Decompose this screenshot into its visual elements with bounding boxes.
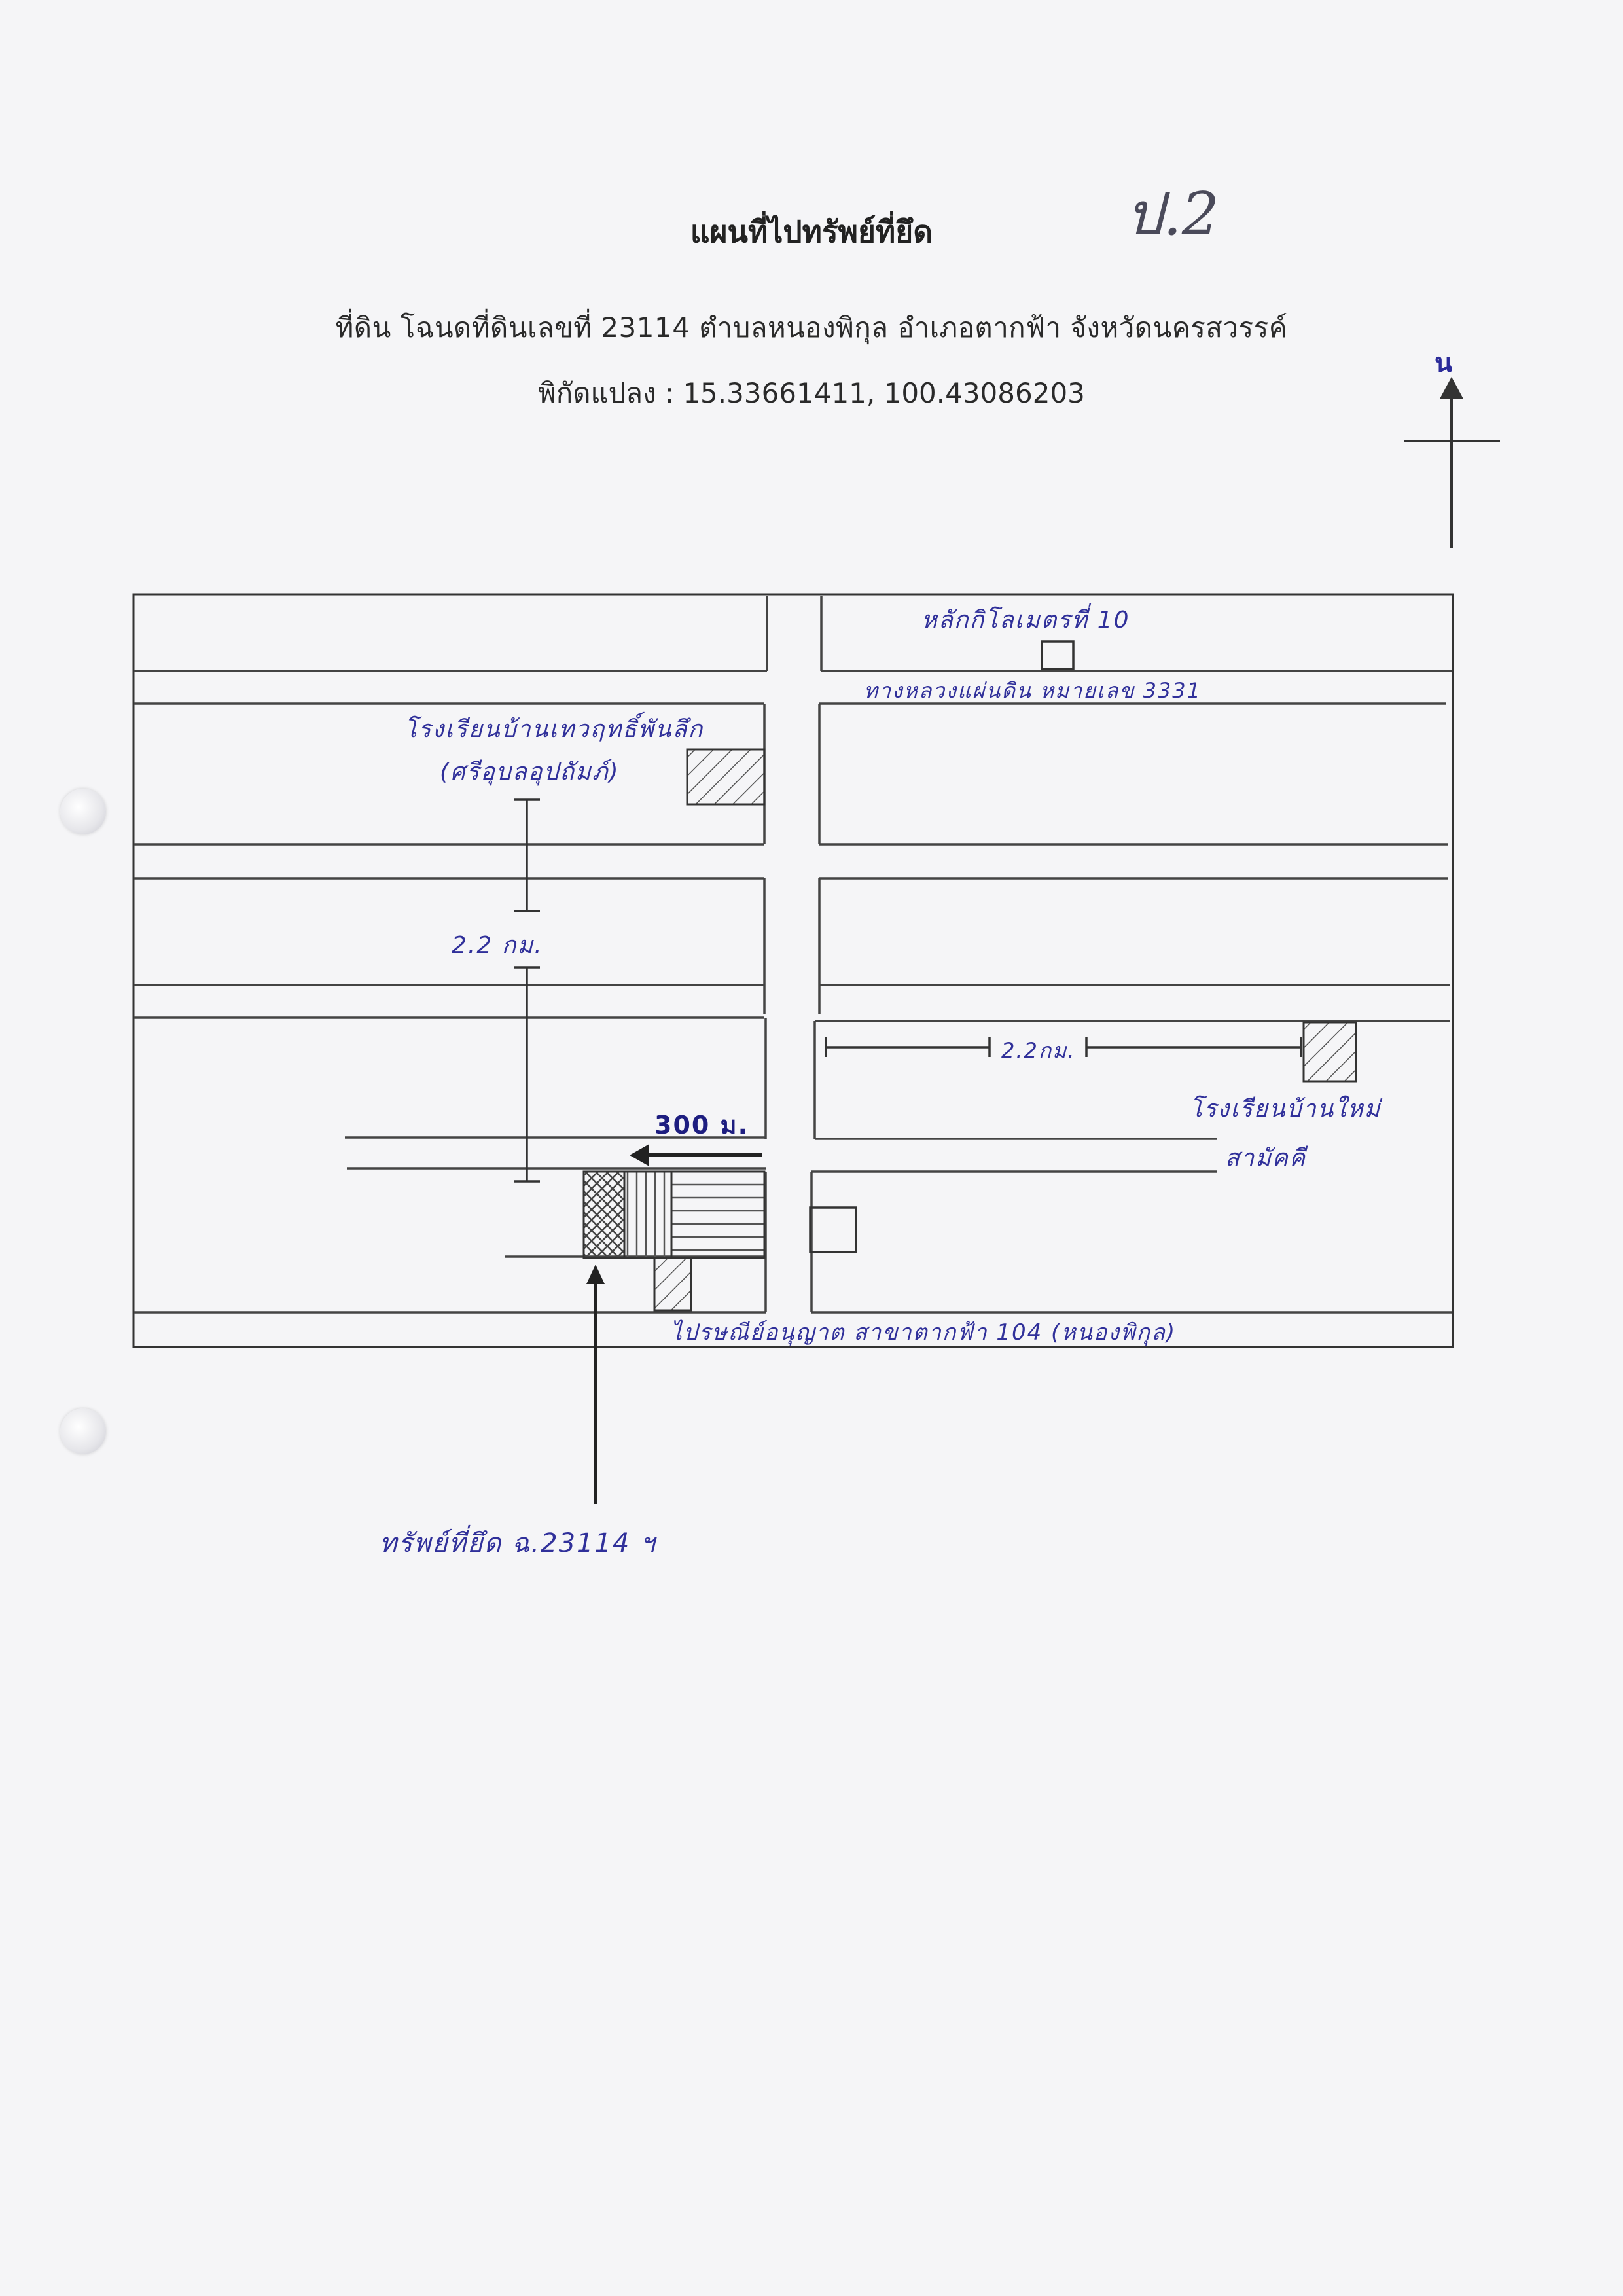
map-frame: [132, 593, 1454, 1348]
school-north-icon: [686, 748, 766, 806]
document-subtitle: ที่ดิน โฉนดที่ดินเลขที่ 23114 ตำบลหนองพิ…: [335, 312, 1288, 344]
page-mark: ป.2: [1126, 180, 1219, 249]
north-label: น: [1435, 348, 1453, 378]
arrow-left-icon: [630, 1144, 762, 1166]
vertical-distance-label: 2.2 กม.: [452, 932, 543, 959]
post-office-icon: [809, 1206, 857, 1253]
punch-hole: [60, 789, 106, 834]
distance-300-label: 300 ม.: [654, 1111, 749, 1139]
horizontal-distance-marker: [825, 1037, 1302, 1057]
post-office-label: ไปรษณีย์อนุญาต สาขาตากฟ้า 104 (หนองพิกุล…: [671, 1319, 1177, 1346]
school-east-label: โรงเรียนบ้านใหม่: [1190, 1096, 1382, 1122]
punch-hole: [60, 1408, 106, 1454]
horizontal-distance-label: 2.2กม.: [1001, 1038, 1076, 1063]
property-parcels: [582, 1170, 766, 1312]
school-north-label: โรงเรียนบ้านเทวฤทธิ์พันลึก: [404, 716, 704, 743]
km-post-icon: [1041, 640, 1075, 670]
document-title: แผนที่ไปทรัพย์ที่ยึด: [690, 214, 933, 249]
north-compass-icon: [1404, 376, 1500, 548]
parcel-coordinates: พิกัดแปลง : 15.33661411, 100.43086203: [538, 377, 1085, 409]
seized-property-label: ทรัพย์ที่ยึด ฉ.23114 ฯ: [380, 1528, 656, 1558]
arrow-up-icon: [586, 1265, 605, 1504]
school-east-sublabel: สามัคคี: [1225, 1145, 1307, 1172]
roads: [134, 596, 1452, 1314]
highway-label: ทางหลวงแผ่นดิน หมายเลข 3331: [864, 678, 1202, 703]
vertical-distance-marker: [514, 798, 540, 1183]
km-post-label: หลักกิโลเมตรที่ 10: [921, 607, 1130, 634]
school-east-icon: [1302, 1021, 1357, 1083]
school-north-sublabel: (ศรีอุบลอุปถัมภ์): [440, 759, 620, 785]
